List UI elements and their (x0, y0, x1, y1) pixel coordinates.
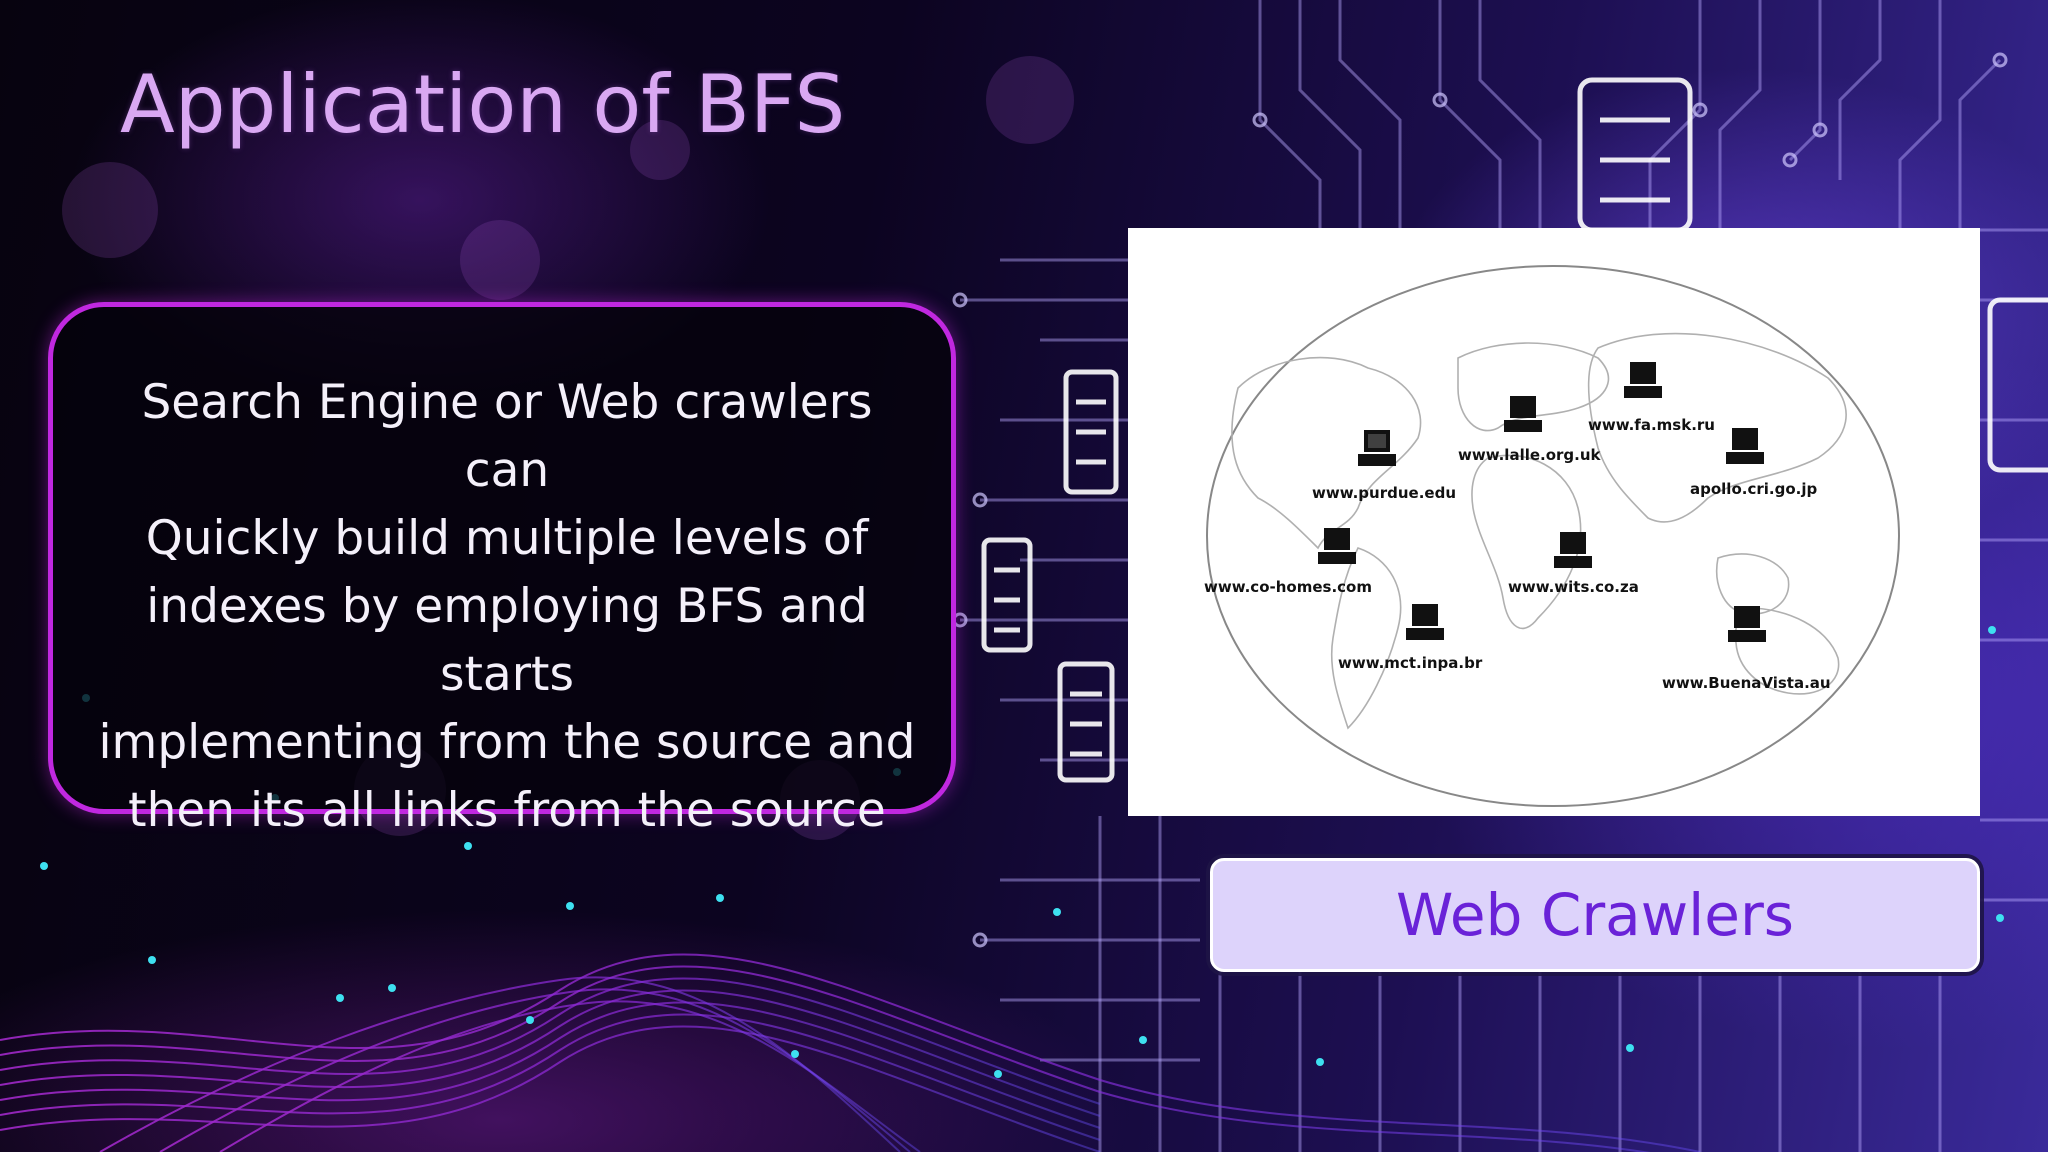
site-label-purdue: www.purdue.edu (1312, 484, 1456, 502)
site-node-apollo: apollo.cri.go.jp (1690, 428, 1817, 498)
site-node-wits: www.wits.co.za (1508, 532, 1639, 596)
site-label-inpa: www.mct.inpa.br (1338, 654, 1483, 672)
globe-outline (1206, 265, 1900, 807)
world-map-diagram: www.purdue.edu www.lalle.org.uk www.fa.m… (1204, 265, 1900, 807)
site-label-cohomes: www.co-homes.com (1204, 578, 1372, 596)
site-label-wits: www.wits.co.za (1508, 578, 1639, 596)
site-node-buenavista: www.BuenaVista.au (1662, 606, 1831, 692)
description-box: Search Engine or Web crawlers can Quickl… (48, 302, 956, 838)
caption-box: Web Crawlers (1210, 858, 1980, 972)
site-node-lalle: www.lalle.org.uk (1458, 396, 1602, 464)
caption-text: Web Crawlers (1395, 881, 1795, 949)
site-label-buenavista: www.BuenaVista.au (1662, 674, 1831, 692)
description-text: Search Engine or Web crawlers can Quickl… (98, 375, 916, 838)
site-label-apollo: apollo.cri.go.jp (1690, 480, 1817, 498)
web-crawler-figure: www.purdue.edu www.lalle.org.uk www.fa.m… (1128, 228, 1980, 816)
page-title: Application of BFS (120, 58, 846, 151)
site-node-purdue: www.purdue.edu (1312, 430, 1456, 502)
site-node-cohomes: www.co-homes.com (1204, 528, 1372, 596)
site-node-inpa: www.mct.inpa.br (1338, 604, 1483, 672)
site-label-lalle: www.lalle.org.uk (1458, 446, 1602, 464)
site-label-msk: www.fa.msk.ru (1588, 416, 1715, 434)
site-node-msk: www.fa.msk.ru (1588, 362, 1715, 434)
continents-outline (1231, 332, 1847, 730)
